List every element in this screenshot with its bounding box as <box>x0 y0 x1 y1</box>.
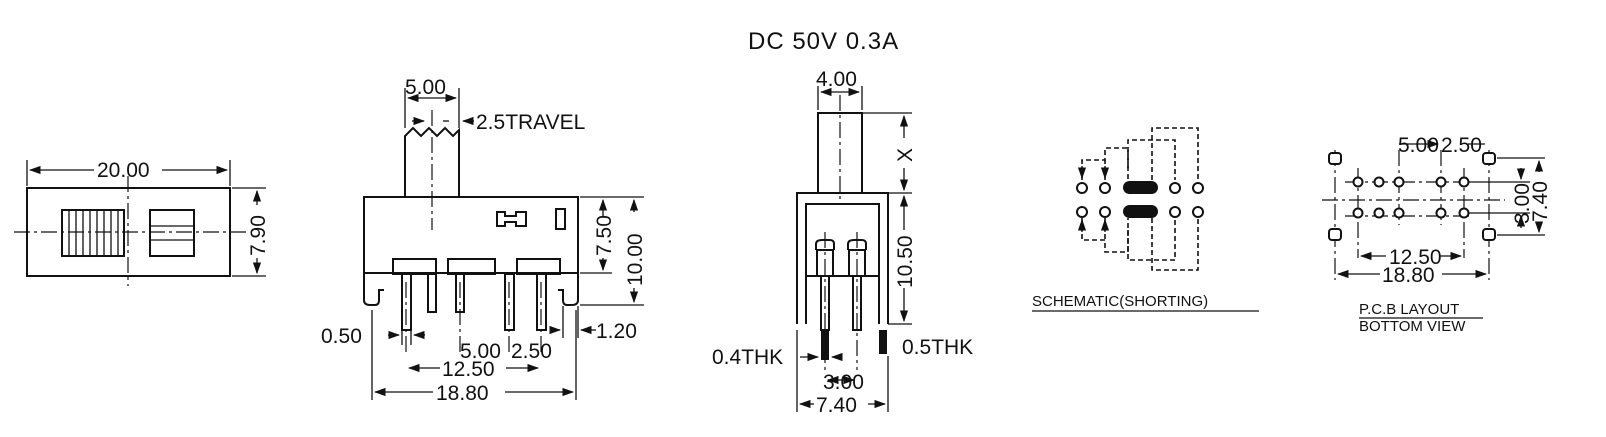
total-height-dim: 10.00 <box>624 233 647 286</box>
end-view: 4.00 X 10.50 0.4THK 0.5THK 3.00 7.40 <box>712 68 973 417</box>
rating-label: DC 50V 0.3A <box>748 28 899 55</box>
leg-width-dim: 1.20 <box>596 320 637 343</box>
side-pitch-dim: 5.00 <box>460 340 501 363</box>
travel-dim: 2.5TRAVEL <box>476 111 585 134</box>
pcb-overall-dim: 18.80 <box>1382 264 1435 287</box>
pcb-outer-spacing-dim: 7.40 <box>1529 181 1552 222</box>
end-width-dim: 7.40 <box>816 394 857 417</box>
side-pitch-small-dim: 2.50 <box>511 340 552 363</box>
row-spacing-dim: 3.00 <box>823 371 864 394</box>
knob-width-dim: 5.00 <box>405 76 446 99</box>
top-width-dim: 20.00 <box>97 159 150 182</box>
top-view: 20.00 7.90 <box>14 159 270 286</box>
top-height-dim: 7.90 <box>247 215 270 256</box>
body-height-dim: 7.50 <box>593 215 616 256</box>
pcb-pitch-small-dim: 2.50 <box>1441 134 1482 157</box>
schematic-caption: SCHEMATIC(SHORTING) <box>1032 293 1208 310</box>
pcb-pin-span-dim: 12.50 <box>1389 246 1442 269</box>
pin-thickness-dim: 0.4THK <box>712 346 783 369</box>
schematic: SCHEMATIC(SHORTING) <box>1032 127 1259 312</box>
end-knob-width-dim: 4.00 <box>816 68 857 91</box>
pcb-layout: 5.00 2.50 3.00 7.40 12.50 18.80 P.C.B LA… <box>1322 134 1552 335</box>
pcb-caption-line2: BOTTOM VIEW <box>1359 318 1466 335</box>
side-overall-dim: 18.80 <box>436 382 489 405</box>
knob-height-dim: X <box>894 148 917 162</box>
pcb-pitch-dim: 5.00 <box>1398 134 1439 157</box>
side-view: 5.00 2.5TRAVEL 7.50 10.00 0.50 1.20 5.00… <box>321 76 647 405</box>
end-body-height-dim: 10.50 <box>894 235 917 288</box>
pin-span-dim: 12.50 <box>442 358 495 381</box>
pcb-caption-line1: P.C.B LAYOUT <box>1359 301 1459 318</box>
pcb-row-spacing-dim: 3.00 <box>1511 183 1534 224</box>
leg-thickness-dim: 0.5THK <box>902 336 973 359</box>
pcb-pads <box>1328 152 1496 241</box>
pin-width-dim: 0.50 <box>321 325 362 348</box>
schematic-terminals <box>1076 182 1204 218</box>
